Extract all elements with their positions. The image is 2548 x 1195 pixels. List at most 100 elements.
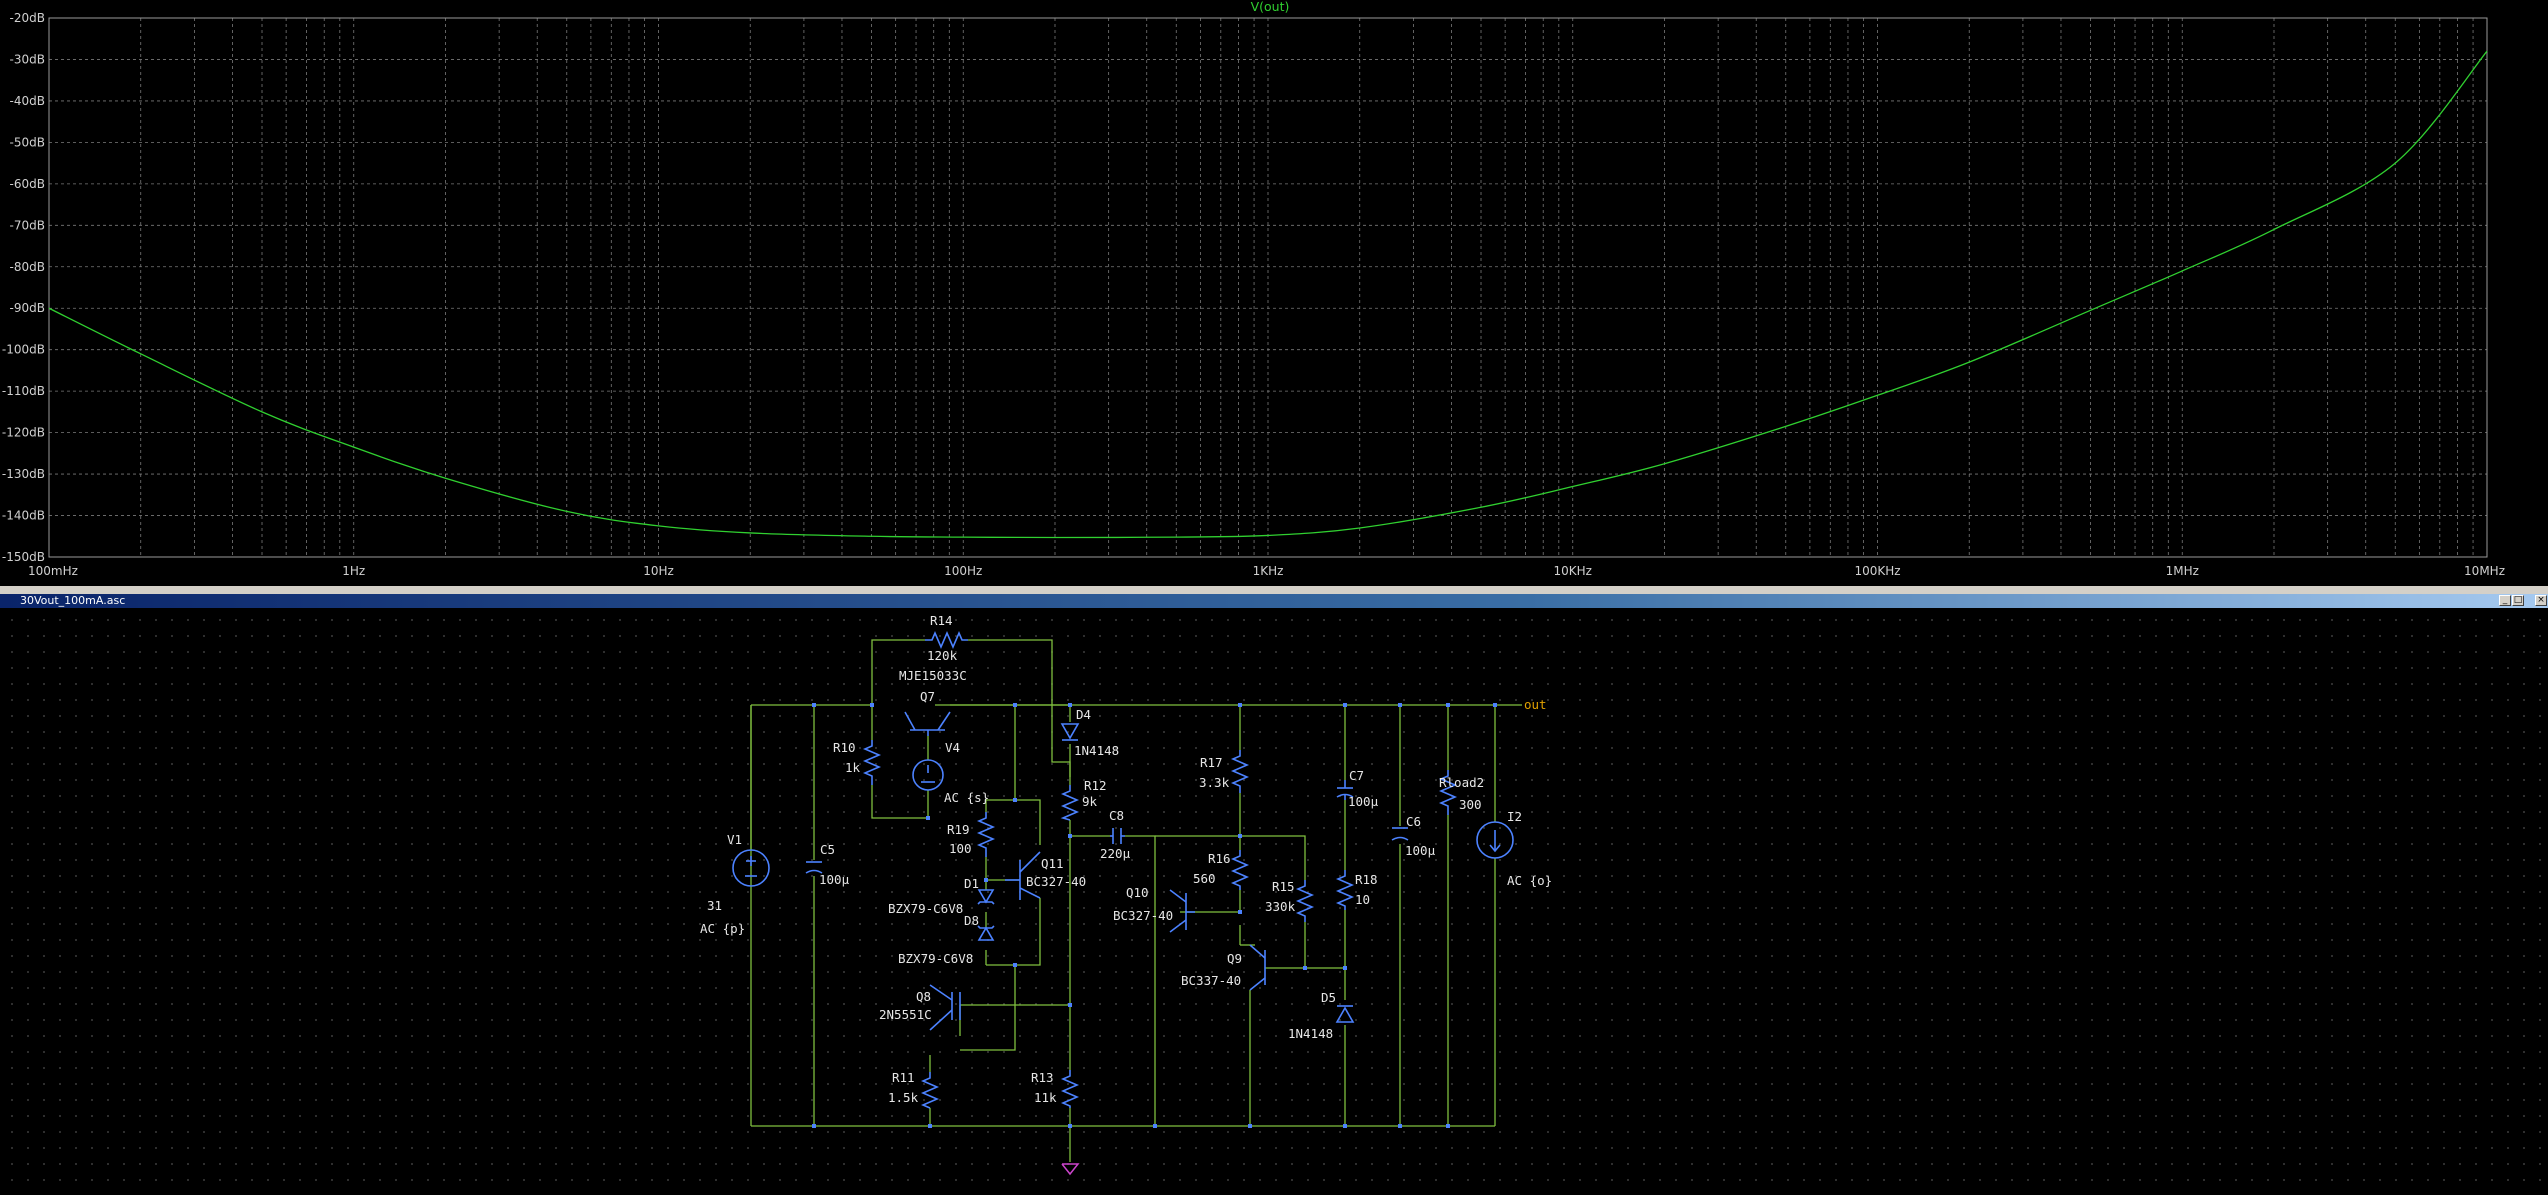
x-tick-label: 100Hz <box>944 564 982 578</box>
zener-diode-d1[interactable]: D1 BZX79-C6V8 <box>888 876 995 916</box>
bode-plot[interactable]: -20dB-30dB-40dB-50dB-60dB-70dB-80dB-90dB… <box>0 0 2548 586</box>
c6-name: C6 <box>1406 814 1421 829</box>
junctions <box>812 703 1497 1128</box>
d4-value: 1N4148 <box>1074 743 1119 758</box>
x-tick-label: 10MHz <box>2464 564 2505 578</box>
d4-name: D4 <box>1076 707 1091 722</box>
resistor-r19[interactable]: R19 100 <box>947 812 996 857</box>
waveform-plot-pane[interactable]: -20dB-30dB-40dB-50dB-60dB-70dB-80dB-90dB… <box>0 0 2548 586</box>
schematic-window[interactable]: 30Vout_100mA.asc _ □ × <box>0 594 2548 1195</box>
r19-value: 100 <box>949 841 972 856</box>
q11-value: BC327-40 <box>1026 874 1086 889</box>
resistor-r16[interactable]: R16 560 <box>1193 850 1250 890</box>
r13-name: R13 <box>1031 1070 1054 1085</box>
r18-name: R18 <box>1355 872 1378 887</box>
plot-minor-grid <box>140 18 2474 557</box>
diode-d5[interactable]: D5 1N4148 <box>1288 990 1355 1041</box>
trace-v-out[interactable] <box>48 50 2488 539</box>
v4-value: AC {s} <box>944 790 989 805</box>
q9-name: Q9 <box>1227 951 1242 966</box>
x-tick-label: 10KHz <box>1554 564 1592 578</box>
d1-name: D1 <box>964 876 979 891</box>
c5-value: 100µ <box>819 872 850 887</box>
resistor-r17[interactable]: R17 3.3k <box>1199 750 1250 793</box>
c8-value: 220µ <box>1100 846 1131 861</box>
r14-name: R14 <box>930 613 953 628</box>
x-tick-label: 100KHz <box>1854 564 1900 578</box>
transistor-q8[interactable]: Q8 2N5551C <box>879 984 961 1031</box>
r17-name: R17 <box>1200 755 1223 770</box>
voltage-source-v4[interactable]: V4 AC {s} <box>912 740 989 805</box>
capacitor-c8[interactable]: C8 220µ <box>1100 808 1131 861</box>
schematic-canvas[interactable]: R14 120k MJE15033C Q7 D4 1N4148 <box>0 608 2548 1195</box>
resistor-r12[interactable]: R12 9k <box>1060 778 1107 821</box>
transistor-q9[interactable]: Q9 BC337-40 <box>1181 944 1266 991</box>
i2-value: AC {o} <box>1507 873 1552 888</box>
window-titlebar[interactable]: 30Vout_100mA.asc _ □ × <box>0 594 2548 608</box>
capacitor-c6[interactable]: C6 100µ <box>1391 814 1436 858</box>
maximize-button[interactable]: □ <box>2512 595 2524 606</box>
r10-value: 1k <box>845 760 861 775</box>
d5-value: 1N4148 <box>1288 1026 1333 1041</box>
x-tick-label: 1Hz <box>342 564 365 578</box>
r13-value: 11k <box>1034 1090 1057 1105</box>
y-tick-label: -100dB <box>2 343 45 357</box>
resistor-rload2[interactable]: Rload2 300 <box>1438 770 1484 815</box>
c7-name: C7 <box>1349 768 1364 783</box>
r12-name: R12 <box>1084 778 1107 793</box>
v4-name: V4 <box>945 740 960 755</box>
capacitor-c7[interactable]: C7 100µ <box>1336 768 1379 809</box>
y-axis-ticks: -20dB-30dB-40dB-50dB-60dB-70dB-80dB-90dB… <box>2 11 45 564</box>
r10-name: R10 <box>833 740 856 755</box>
transistor-q10[interactable]: Q10 BC327-40 <box>1113 885 1195 933</box>
r11-value: 1.5k <box>888 1090 919 1105</box>
minimize-button[interactable]: _ <box>2499 595 2511 606</box>
x-tick-label: 1MHz <box>2166 564 2199 578</box>
y-tick-label: -120dB <box>2 426 45 440</box>
transistor-q7[interactable]: MJE15033C Q7 <box>899 668 967 736</box>
q10-value: BC327-40 <box>1113 908 1173 923</box>
resistor-r13[interactable]: R13 11k <box>1031 1070 1080 1108</box>
current-source-i2[interactable]: I2 AC {o} <box>1476 809 1552 888</box>
y-tick-label: -70dB <box>10 218 45 232</box>
y-tick-label: -80dB <box>10 260 45 274</box>
transistor-q11[interactable]: Q11 BC327-40 <box>1005 851 1086 900</box>
resistor-r14[interactable]: R14 120k <box>925 613 968 663</box>
voltage-source-v1[interactable]: V1 31 AC {p} <box>700 832 770 936</box>
q7-value: MJE15033C <box>899 668 967 683</box>
v1-value: 31 <box>707 898 722 913</box>
d8-name: D8 <box>964 913 979 928</box>
net-label-out[interactable]: out <box>1524 697 1547 712</box>
x-tick-label: 1KHz <box>1253 564 1284 578</box>
c6-value: 100µ <box>1405 843 1436 858</box>
resistor-r11[interactable]: R11 1.5k <box>888 1070 940 1109</box>
wires <box>750 639 1522 1162</box>
resistor-r10[interactable]: R10 1k <box>833 740 882 785</box>
v1-ac: AC {p} <box>700 921 745 936</box>
y-tick-label: -60dB <box>10 177 45 191</box>
d8-value: BZX79-C6V8 <box>898 951 973 966</box>
capacitor-c5[interactable]: C5 100µ <box>805 842 850 887</box>
resistor-r18[interactable]: R18 10 <box>1335 870 1378 910</box>
y-tick-label: -110dB <box>2 384 45 398</box>
r11-name: R11 <box>892 1070 915 1085</box>
trace-label[interactable]: V(out) <box>1251 0 1290 14</box>
resistor-r15[interactable]: R15 330k <box>1265 879 1315 922</box>
y-tick-label: -30dB <box>10 52 45 66</box>
diode-d4[interactable]: D4 1N4148 <box>1060 707 1119 758</box>
r15-value: 330k <box>1265 899 1296 914</box>
zener-diode-d8[interactable]: D8 BZX79-C6V8 <box>898 913 995 966</box>
r16-value: 560 <box>1193 871 1216 886</box>
rload2-value: 300 <box>1459 797 1482 812</box>
r18-value: 10 <box>1355 892 1370 907</box>
q8-name: Q8 <box>916 989 931 1004</box>
r19-name: R19 <box>947 822 970 837</box>
close-button[interactable]: × <box>2535 595 2547 606</box>
q9-value: BC337-40 <box>1181 973 1241 988</box>
d1-value: BZX79-C6V8 <box>888 901 963 916</box>
r15-name: R15 <box>1272 879 1295 894</box>
ground-symbol <box>1061 1163 1080 1176</box>
pane-divider[interactable] <box>0 586 2548 594</box>
plot-major-grid <box>48 18 2488 557</box>
